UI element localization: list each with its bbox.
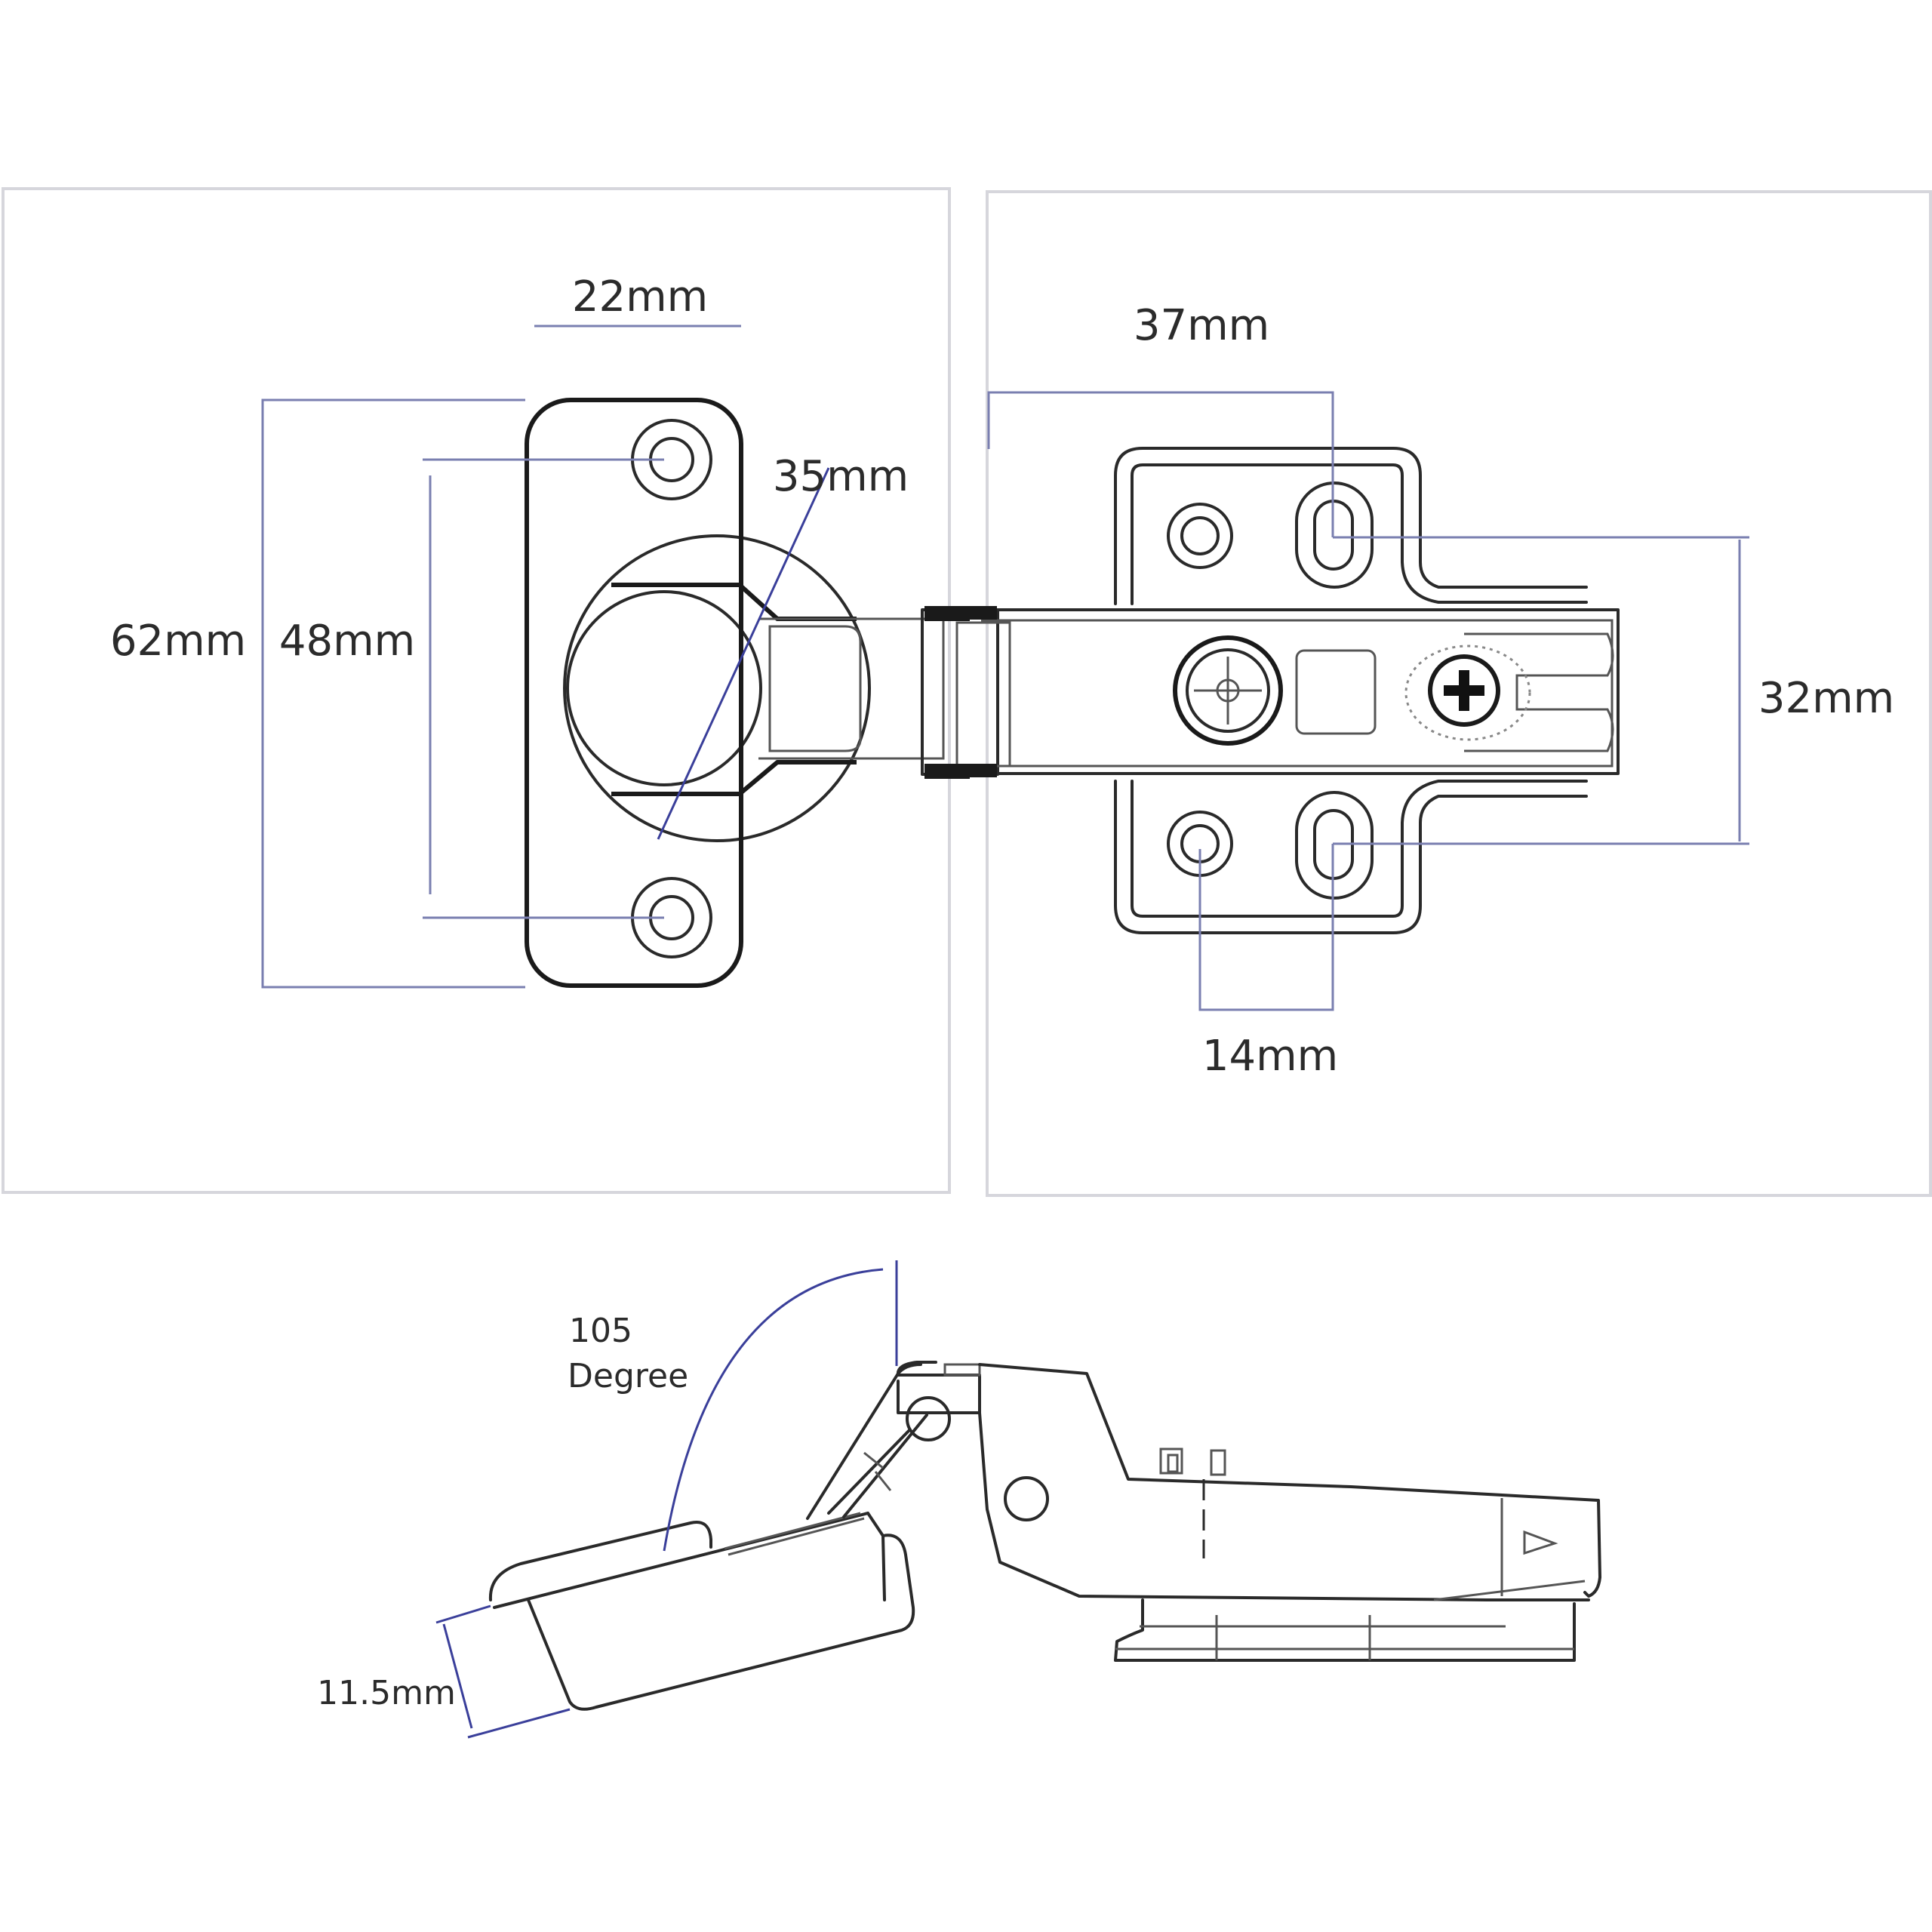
arm-outer xyxy=(758,617,945,760)
screw-hatch-area xyxy=(1404,645,1531,741)
knuckle-right-cap-top xyxy=(925,606,997,620)
adjust-square xyxy=(1295,649,1377,735)
knuckle-right xyxy=(955,621,1011,768)
mounting-plate-drawing xyxy=(925,447,1620,934)
cam-screw-outer xyxy=(1173,635,1283,746)
door-cup-body xyxy=(527,1534,915,1711)
dim-label-22mm: 22mm xyxy=(572,272,708,321)
dim-line-62mm xyxy=(261,398,525,989)
hinge-head-block xyxy=(896,1361,981,1414)
top-screw-1 xyxy=(1159,1447,1183,1475)
dim-label-48mm: 48mm xyxy=(279,617,415,666)
plate-hole-top-inner xyxy=(1180,516,1220,555)
dim-label-11-5mm: 11.5mm xyxy=(317,1674,456,1712)
linkage-ticks xyxy=(863,1451,892,1491)
side-view-drawing xyxy=(488,1361,1601,1711)
door-inner-edge xyxy=(866,1512,886,1601)
dim-line-11-5mm xyxy=(442,1623,473,1729)
plate-inner-bottom xyxy=(1131,780,1588,918)
arm-end-slope xyxy=(1433,1580,1586,1601)
hinge-arm-inner xyxy=(981,619,1614,768)
arm-slot xyxy=(1464,632,1614,752)
door-top-edge xyxy=(493,1512,869,1609)
door-hatch-lines xyxy=(724,1512,865,1556)
cam-screw-cross xyxy=(1194,657,1262,724)
angle-arc-105 xyxy=(663,1268,884,1552)
adjust-screw-cross-icon xyxy=(1444,670,1484,711)
cam-screw-center xyxy=(1216,678,1240,703)
arm-body-bottom xyxy=(978,1411,1590,1601)
arm-band-top xyxy=(611,583,857,621)
hinge-head-tab xyxy=(943,1363,981,1377)
dim-label-14mm: 14mm xyxy=(1202,1032,1338,1081)
plate-outline-bottom xyxy=(1114,780,1588,934)
mounting-plate-panel xyxy=(986,190,1932,1197)
dim-label-62mm: 62mm xyxy=(110,617,246,666)
dim-label-37mm: 37mm xyxy=(1134,301,1269,350)
cam-screw-ring xyxy=(1186,648,1270,733)
plate-inner-top xyxy=(1131,463,1588,605)
adjust-screw xyxy=(1428,654,1500,727)
cup-plate-drawing xyxy=(525,398,999,988)
arm-inner xyxy=(768,625,862,752)
door-cup-lip xyxy=(488,1521,712,1601)
dim-ext-11-5mm-top xyxy=(435,1604,491,1624)
angle-label-unit: Degree xyxy=(568,1357,688,1395)
dim-ext-11-5mm-bottom xyxy=(467,1708,571,1739)
plate-outline-top xyxy=(1114,447,1588,605)
cup-plate xyxy=(525,398,743,988)
hinge-arm-outer xyxy=(980,608,1620,775)
plate-hole-top-outer xyxy=(1167,503,1233,569)
side-view-dimensions xyxy=(435,1260,898,1739)
dim-line-14mm xyxy=(1198,844,1334,1011)
base-plate xyxy=(1114,1598,1576,1662)
plate-slot-bottom-outer xyxy=(1295,791,1374,900)
dim-label-32mm: 32mm xyxy=(1758,674,1894,723)
front-view-dimensions xyxy=(261,325,830,989)
top-screw-1-inner xyxy=(1167,1454,1179,1473)
dim-line-37mm xyxy=(987,391,1334,537)
knuckle-right-cap-bottom xyxy=(925,764,997,777)
top-screw-2 xyxy=(1210,1449,1226,1476)
arm-band-bottom xyxy=(611,760,857,796)
plate-slot-top-outer xyxy=(1295,481,1374,589)
arm-triangle-icon xyxy=(1523,1530,1558,1555)
mounting-plate-dimensions xyxy=(987,391,1749,1011)
dim-label-35mm: 35mm xyxy=(773,452,909,501)
arm-body-top xyxy=(978,1363,1601,1598)
angle-label-value: 105 xyxy=(569,1312,632,1350)
dim-line-35mm xyxy=(657,467,830,840)
cup-circle xyxy=(566,590,762,786)
cup-body xyxy=(563,534,871,842)
pivot-upper xyxy=(906,1396,951,1441)
front-view-panel xyxy=(2,187,951,1194)
pivot-lower xyxy=(1004,1476,1049,1521)
